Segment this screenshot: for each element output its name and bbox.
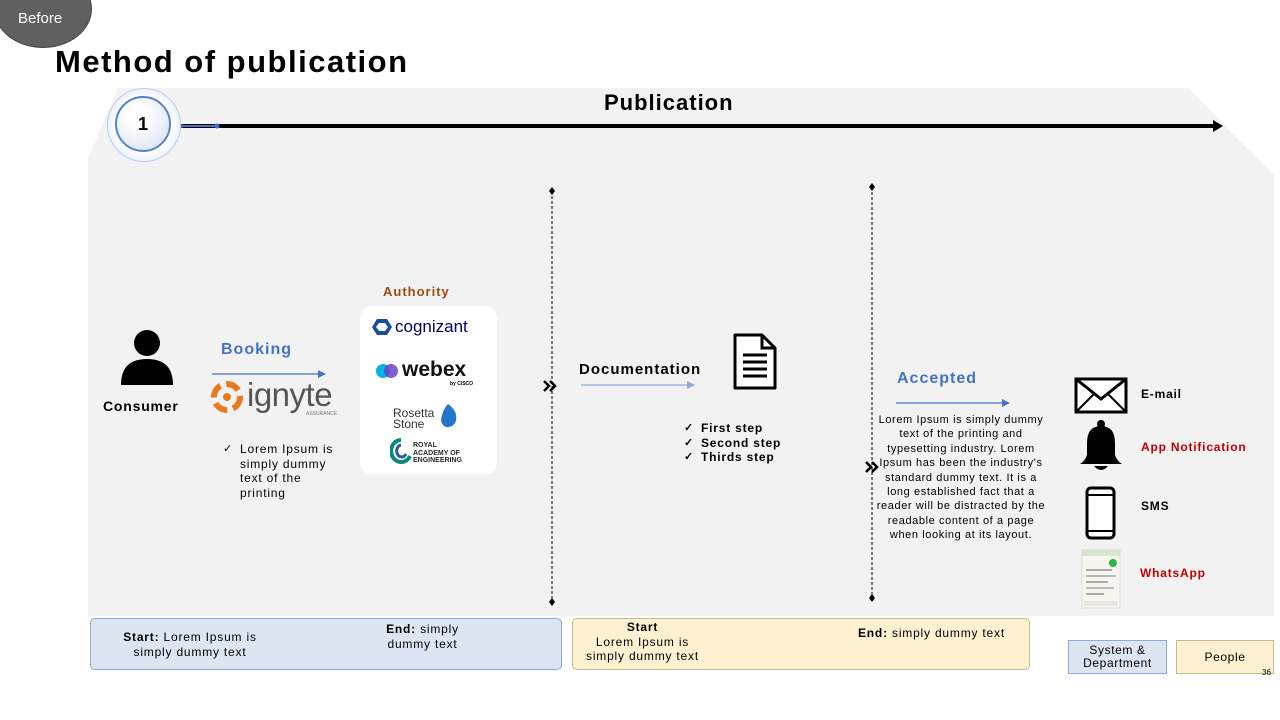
page-title: Method of publication (55, 44, 409, 79)
documentation-label: Documentation (579, 361, 702, 378)
envelope-icon (1074, 377, 1128, 414)
end-text: simply dummy text (892, 626, 1005, 640)
accepted-paragraph: Lorem Ipsum is simply dummy text of the … (876, 414, 1046, 542)
accepted-label: Accepted (897, 370, 978, 387)
channel-email-label: E-mail (1141, 387, 1182, 401)
booking-arrow (212, 370, 326, 378)
list-item: Thirds step (684, 450, 781, 465)
list-item: First step (684, 421, 781, 436)
legend-system-label: System & Department (1083, 643, 1152, 670)
authority-label: Authority (383, 284, 450, 299)
webex-logo-sub: by CISCO (450, 381, 474, 387)
legend-system: System & Department (1068, 640, 1167, 674)
webex-logo-icon (376, 364, 398, 378)
chevron-double-icon (865, 461, 879, 473)
accepted-arrow (896, 399, 1010, 407)
royal-academy-logo: ROYAL ACADEMY OF ENGINEERING (413, 442, 463, 464)
document-icon (733, 333, 777, 390)
before-badge-label: Before (18, 10, 63, 27)
channel-sms-label: SMS (1141, 499, 1170, 513)
channel-app-notification-label: App Notification (1141, 440, 1247, 454)
stage-box-people (572, 618, 1030, 670)
booking-label: Booking (221, 341, 292, 358)
end-text: simply dummy text (387, 622, 459, 651)
stage-2-end: End: simply dummy text (858, 626, 1023, 641)
bell-icon (1080, 420, 1122, 470)
phase-title: Publication (604, 90, 734, 115)
rosetta-stone-logo-icon (441, 404, 457, 428)
stage-2-start: Start Lorem Ipsum is simply dummy text (580, 620, 705, 664)
ignyte-logo-sub: ASSURANCE (306, 411, 338, 417)
whatsapp-screenshot-icon (1081, 549, 1121, 609)
rosetta-stone-logo: Rosetta Stone (393, 406, 435, 431)
stage-1-end: End: simply dummy text (380, 622, 465, 651)
end-label: End: (386, 622, 416, 636)
royal-academy-logo-icon (390, 438, 412, 464)
separator-1 (549, 187, 555, 606)
start-text: Lorem Ipsum is simply dummy text (133, 630, 257, 659)
end-label: End: (858, 626, 888, 640)
start-label: Start: (123, 630, 160, 644)
documentation-arrow (581, 381, 695, 389)
ignyte-logo: ignyte (247, 376, 333, 413)
chevron-double-icon (543, 380, 557, 392)
booking-bullets: Lorem Ipsum is simply dummy text of the … (223, 442, 335, 500)
channel-whatsapp-label: WhatsApp (1140, 566, 1206, 580)
page-number: 36 (1262, 668, 1271, 677)
start-label: Start (626, 620, 659, 634)
person-icon (121, 330, 173, 385)
list-item: Lorem Ipsum is simply dummy text of the … (223, 442, 335, 500)
legend-people-label: People (1204, 649, 1246, 664)
documentation-steps: First step Second step Thirds step (684, 421, 781, 465)
cognizant-logo: cognizant (395, 317, 468, 336)
cognizant-logo-icon (372, 319, 392, 335)
stage-box-system (90, 618, 562, 670)
legend-people: People (1176, 640, 1274, 674)
phase-number: 1 (115, 96, 171, 152)
stage-1-start: Start: Lorem Ipsum is simply dummy text (115, 630, 265, 659)
webex-logo: webex (402, 358, 467, 381)
list-item: Second step (684, 436, 781, 451)
timeline-arrow (179, 120, 1223, 132)
start-text: Lorem Ipsum is simply dummy text (586, 634, 699, 664)
consumer-label: Consumer (103, 398, 179, 414)
separator-2 (869, 183, 875, 602)
phase-panel (88, 88, 1274, 616)
ignyte-logo-icon (211, 381, 243, 413)
phone-icon (1085, 486, 1116, 540)
